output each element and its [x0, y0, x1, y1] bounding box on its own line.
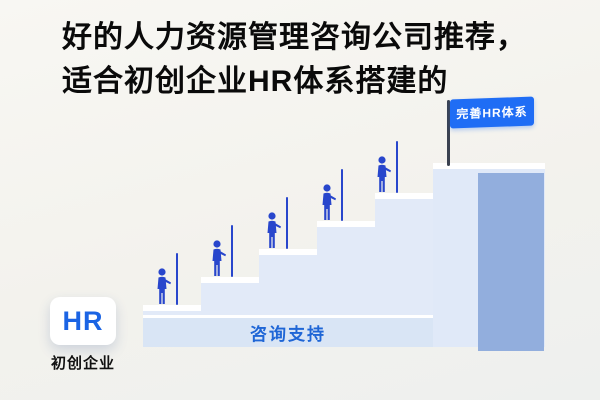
startup-hr-badge: HR	[50, 297, 116, 345]
staff-icon	[340, 169, 343, 221]
person-icon	[157, 268, 171, 304]
staircase-base: 咨询支持	[143, 315, 433, 347]
platform-side-column	[478, 173, 544, 351]
person-icon	[377, 156, 391, 192]
person-icon	[267, 212, 281, 248]
startup-label: 初创企业	[50, 355, 115, 372]
flag-label: 完善HR体系	[456, 104, 528, 122]
climber-with-staff-icon	[319, 169, 345, 221]
hr-logo-text: HR	[62, 305, 104, 336]
flag-icon: 完善HR体系	[450, 96, 534, 129]
person-icon	[322, 184, 336, 220]
staff-icon	[285, 197, 288, 249]
staff-icon	[230, 225, 233, 277]
person-icon	[212, 240, 226, 276]
climber-with-staff-icon	[154, 253, 180, 305]
climber-with-staff-icon	[264, 197, 290, 249]
title-line-1: 好的人力资源管理咨询公司推荐，	[62, 21, 527, 54]
flag-pole	[447, 100, 450, 166]
climber-with-staff-icon	[374, 141, 400, 193]
support-label: 咨询支持	[250, 325, 326, 344]
climber-with-staff-icon	[209, 225, 235, 277]
staff-icon	[395, 141, 398, 193]
staff-icon	[175, 253, 178, 305]
page-title: 好的人力资源管理咨询公司推荐， 适合初创企业HR体系搭建的	[62, 16, 527, 104]
title-line-2: 适合初创企业HR体系搭建的	[62, 65, 449, 98]
